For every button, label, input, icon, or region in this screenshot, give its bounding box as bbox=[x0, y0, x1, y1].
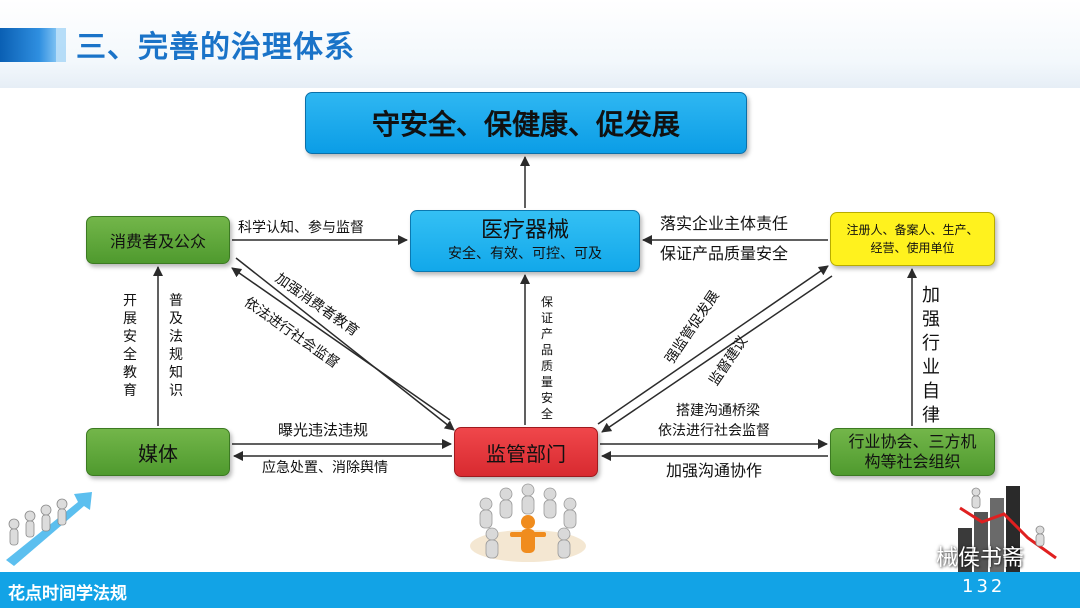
label-enterprise-device-2: 保证产品质量安全 bbox=[660, 244, 789, 263]
association-node: 行业协会、三方机 构等社会组织 bbox=[830, 428, 995, 476]
page-title: 三、完善的治理体系 bbox=[76, 30, 355, 65]
consumer-text: 消费者及公众 bbox=[109, 232, 206, 251]
label-regulator-device: 保证产品质量安全 bbox=[540, 295, 553, 421]
media-node: 媒体 bbox=[86, 428, 230, 476]
team-circle-illustration bbox=[470, 483, 586, 562]
watermark-text: 械侯书斋 bbox=[936, 546, 1025, 571]
label-association-enterprise: 加强行业自律 bbox=[922, 285, 940, 426]
label-regulator-association-top-1: 搭建沟通桥梁 bbox=[676, 403, 760, 419]
association-line1: 行业协会、三方机 bbox=[848, 432, 977, 451]
arrow-regulator-enterprise bbox=[597, 265, 829, 425]
label-consumer-device: 科学认知、参与监督 bbox=[238, 220, 364, 236]
footer-bar: 花点时间学法规 bbox=[0, 572, 1080, 608]
arrow-regulator-consumer bbox=[231, 267, 451, 421]
tug-of-war-illustration bbox=[6, 492, 92, 566]
page-number: 132 bbox=[962, 576, 1006, 597]
enterprise-node: 注册人、备案人、生产、 经营、使用单位 bbox=[830, 212, 995, 266]
footer-text: 花点时间学法规 bbox=[8, 584, 127, 604]
label-media-consumer-left: 开展安全教育 bbox=[123, 293, 137, 399]
wechat-icon bbox=[897, 544, 929, 567]
consumer-node: 消费者及公众 bbox=[86, 216, 230, 264]
regulator-text: 监管部门 bbox=[486, 441, 566, 466]
device-subtitle: 安全、有效、可控、可及 bbox=[448, 246, 602, 262]
header-band bbox=[0, 0, 1080, 88]
media-text: 媒体 bbox=[138, 441, 178, 466]
label-regulator-association-top-2: 依法进行社会监督 bbox=[658, 423, 770, 439]
device-title: 医疗器械 bbox=[480, 218, 569, 243]
bar-growth-illustration bbox=[958, 486, 1057, 572]
label-regulator-association-bottom: 加强沟通协作 bbox=[666, 461, 763, 480]
enterprise-line2: 经营、使用单位 bbox=[870, 241, 955, 255]
arrow-consumer-regulator bbox=[235, 257, 455, 431]
regulator-node: 监管部门 bbox=[454, 427, 598, 477]
header-accent-bar-light bbox=[56, 28, 66, 62]
arrow-enterprise-regulator bbox=[601, 275, 833, 433]
label-enterprise-device-1: 落实企业主体责任 bbox=[660, 214, 789, 233]
goal-text: 守安全、保健康、促发展 bbox=[371, 108, 680, 141]
header-accent-bar bbox=[0, 28, 56, 62]
label-media-regulator-top: 曝光违法违规 bbox=[278, 421, 369, 439]
label-media-regulator-bottom: 应急处置、消除舆情 bbox=[262, 460, 388, 476]
association-line2: 构等社会组织 bbox=[864, 452, 961, 471]
label-media-consumer-right: 普及法规知识 bbox=[169, 293, 183, 399]
enterprise-line1: 注册人、备案人、生产、 bbox=[846, 223, 979, 237]
medical-device-node: 医疗器械 安全、有效、可控、可及 bbox=[410, 210, 640, 272]
goal-node: 守安全、保健康、促发展 bbox=[305, 92, 747, 154]
